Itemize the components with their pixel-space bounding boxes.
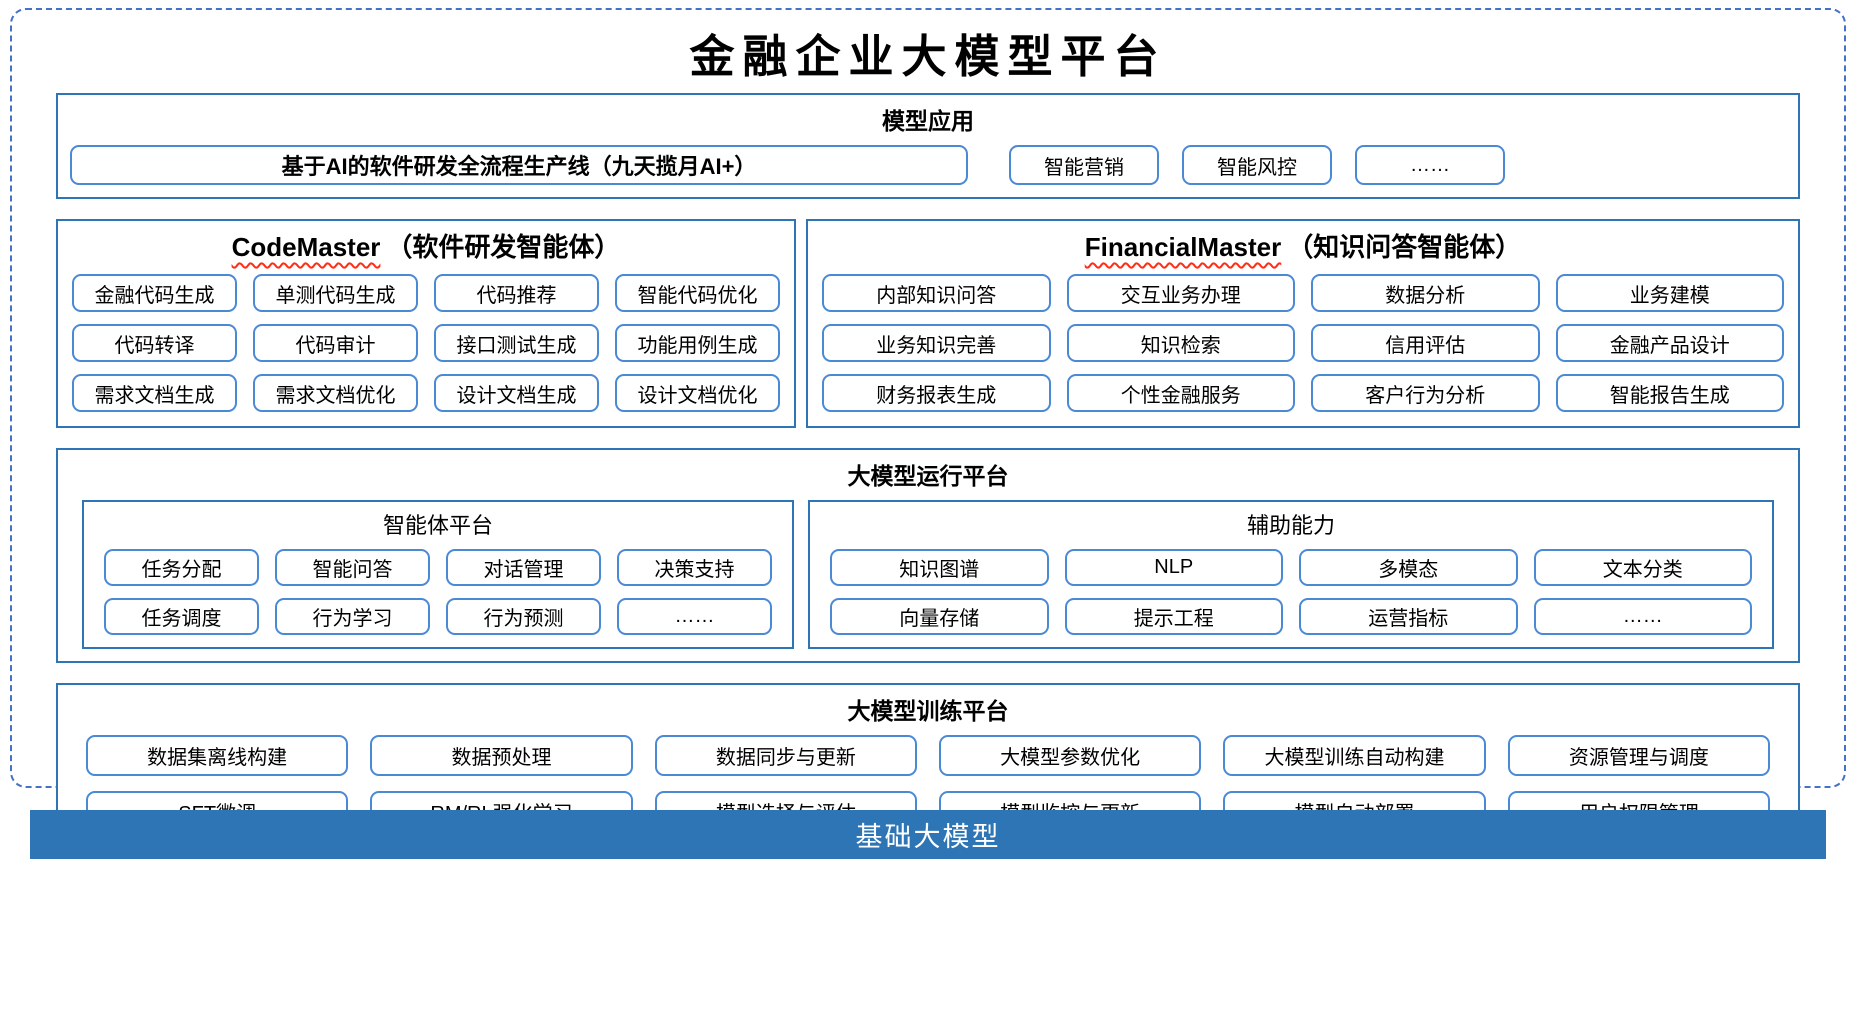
financialmaster-item: 交互业务办理	[1066, 274, 1295, 312]
financialmaster-header: FinancialMaster（知识问答智能体）	[808, 221, 1798, 274]
section-runtime-platform: 大模型运行平台 智能体平台 任务分配 智能问答 对话管理 决策支持 任务调度 行…	[56, 448, 1800, 663]
agent-item-ellipsis: ……	[617, 598, 772, 635]
financialmaster-item: 金融产品设计	[1555, 324, 1784, 362]
financialmaster-item: 知识检索	[1066, 324, 1295, 362]
runtime-platform-header: 大模型运行平台	[847, 463, 1009, 489]
training-item: 大模型参数优化	[939, 735, 1202, 776]
model-application-header: 模型应用	[882, 108, 974, 134]
aux-item: NLP	[1064, 549, 1283, 586]
base-model-bar: 基础大模型	[30, 810, 1826, 859]
codemaster-item: 代码转译	[72, 324, 237, 362]
aux-item: 多模态	[1299, 549, 1518, 586]
app-item-ellipsis: ……	[1355, 145, 1505, 185]
financialmaster-item: 数据分析	[1311, 274, 1540, 312]
training-item: 数据预处理	[370, 735, 633, 776]
agent-item: 对话管理	[446, 549, 601, 586]
financialmaster-name: FinancialMaster	[1084, 232, 1282, 262]
training-grid: 数据集离线构建 数据预处理 数据同步与更新 大模型参数优化 大模型训练自动构建 …	[58, 735, 1798, 832]
platform-frame: 金融企业大模型平台 模型应用 基于AI的软件研发全流程生产线（九天揽月AI+） …	[10, 8, 1846, 849]
codemaster-item: 设计文档生成	[434, 374, 599, 412]
section-model-application: 模型应用 基于AI的软件研发全流程生产线（九天揽月AI+） 智能营销 智能风控 …	[56, 93, 1800, 199]
training-item: 数据同步与更新	[654, 735, 917, 776]
aux-capability-box: 辅助能力 知识图谱 NLP 多模态 文本分类 向量存储 提示工程 运营指标 ……	[808, 500, 1774, 649]
agent-platform-box: 智能体平台 任务分配 智能问答 对话管理 决策支持 任务调度 行为学习 行为预测…	[82, 500, 794, 649]
aux-capability-header: 辅助能力	[1246, 513, 1335, 538]
financialmaster-item: 内部知识问答	[822, 274, 1051, 312]
aux-item: 运营指标	[1299, 598, 1518, 635]
agent-item: 智能问答	[275, 549, 430, 586]
agent-item: 行为学习	[275, 598, 430, 635]
codemaster-item: 设计文档优化	[615, 374, 780, 412]
agent-platform-grid: 任务分配 智能问答 对话管理 决策支持 任务调度 行为学习 行为预测 ……	[84, 549, 792, 635]
training-item: 数据集离线构建	[86, 735, 349, 776]
app-pipeline-box: 基于AI的软件研发全流程生产线（九天揽月AI+）	[70, 145, 968, 185]
codemaster-name: CodeMaster	[231, 232, 381, 262]
codemaster-grid: 金融代码生成 单测代码生成 代码推荐 智能代码优化 代码转译 代码审计 接口测试…	[58, 274, 794, 412]
financialmaster-grid: 内部知识问答 交互业务办理 数据分析 业务建模 业务知识完善 知识检索 信用评估…	[808, 274, 1798, 412]
codemaster-subtitle: （软件研发智能体）	[386, 232, 621, 262]
financialmaster-item: 信用评估	[1311, 324, 1540, 362]
training-platform-header: 大模型训练平台	[847, 698, 1009, 724]
codemaster-header: CodeMaster（软件研发智能体）	[58, 221, 794, 274]
section-financialmaster: FinancialMaster（知识问答智能体） 内部知识问答 交互业务办理 数…	[806, 219, 1800, 428]
agents-row: CodeMaster（软件研发智能体） 金融代码生成 单测代码生成 代码推荐 智…	[56, 219, 1800, 428]
runtime-row: 智能体平台 任务分配 智能问答 对话管理 决策支持 任务调度 行为学习 行为预测…	[58, 500, 1798, 649]
aux-item-ellipsis: ……	[1533, 598, 1752, 635]
agent-item: 任务调度	[104, 598, 259, 635]
codemaster-item: 功能用例生成	[615, 324, 780, 362]
aux-item: 知识图谱	[830, 549, 1049, 586]
codemaster-item: 代码审计	[253, 324, 418, 362]
codemaster-item: 金融代码生成	[72, 274, 237, 312]
financialmaster-item: 业务知识完善	[822, 324, 1051, 362]
agent-platform-header: 智能体平台	[382, 513, 493, 538]
training-item: 大模型训练自动构建	[1223, 735, 1486, 776]
section-codemaster: CodeMaster（软件研发智能体） 金融代码生成 单测代码生成 代码推荐 智…	[56, 219, 796, 428]
financialmaster-item: 个性金融服务	[1066, 374, 1295, 412]
codemaster-item: 单测代码生成	[253, 274, 418, 312]
aux-item: 提示工程	[1064, 598, 1283, 635]
agent-item: 任务分配	[104, 549, 259, 586]
page-title: 金融企业大模型平台	[689, 30, 1167, 83]
codemaster-item: 代码推荐	[434, 274, 599, 312]
codemaster-item: 需求文档生成	[72, 374, 237, 412]
agent-item: 行为预测	[446, 598, 601, 635]
codemaster-item: 需求文档优化	[253, 374, 418, 412]
aux-item: 向量存储	[830, 598, 1049, 635]
financialmaster-subtitle: （知识问答智能体）	[1287, 232, 1522, 262]
training-item: 资源管理与调度	[1507, 735, 1770, 776]
model-application-row: 基于AI的软件研发全流程生产线（九天揽月AI+） 智能营销 智能风控 ……	[58, 145, 1798, 185]
app-item: 智能营销	[1009, 145, 1159, 185]
aux-item: 文本分类	[1533, 549, 1752, 586]
aux-capability-grid: 知识图谱 NLP 多模态 文本分类 向量存储 提示工程 运营指标 ……	[810, 549, 1772, 635]
financialmaster-item: 智能报告生成	[1555, 374, 1784, 412]
app-item: 智能风控	[1182, 145, 1332, 185]
financialmaster-item: 业务建模	[1555, 274, 1784, 312]
codemaster-item: 接口测试生成	[434, 324, 599, 362]
agent-item: 决策支持	[617, 549, 772, 586]
codemaster-item: 智能代码优化	[615, 274, 780, 312]
financialmaster-item: 客户行为分析	[1311, 374, 1540, 412]
financialmaster-item: 财务报表生成	[822, 374, 1051, 412]
